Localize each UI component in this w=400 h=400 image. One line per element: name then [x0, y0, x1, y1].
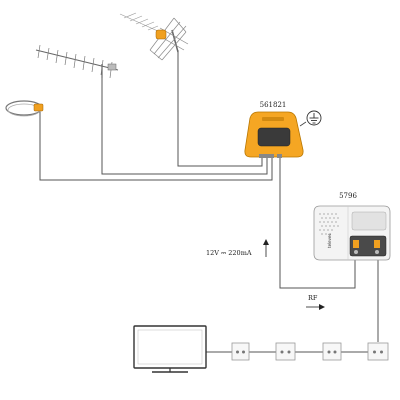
supply-rating-label: 12V ⎓ 220mA [206, 249, 252, 257]
amplifier-unit: 561821 [244, 101, 304, 158]
wall-outlet-icon [367, 342, 389, 361]
wall-outlet-icon [275, 342, 296, 361]
uhf-antenna-cable [177, 50, 263, 167]
coax-wiring [39, 50, 379, 353]
power-supply-model-label: 5796 [339, 192, 357, 200]
supply-annotation: 12V ⎓ 220mA [206, 239, 269, 257]
rf-right-arrow-head [319, 304, 325, 310]
amplifier-model-label: 561821 [260, 101, 287, 109]
wall-outlet-icon [322, 342, 342, 361]
amplifier-output-cable [279, 157, 356, 289]
dc-up-arrow-head [263, 239, 269, 245]
fm-antenna-cable [39, 112, 273, 181]
rf-annotation: RF [306, 294, 325, 310]
power-supply-brand: televes [327, 233, 332, 248]
power-supply-unit: 5796 televes [313, 192, 391, 261]
wall-outlet-icon [231, 342, 250, 361]
tv-icon [133, 325, 207, 373]
vent-grille [319, 213, 339, 235]
rf-label: RF [308, 294, 318, 302]
ground-icon [299, 110, 322, 127]
yagi-antenna-icon [35, 44, 119, 79]
yagi-antenna-cable [101, 76, 268, 175]
uhf-panel-antenna-icon [119, 12, 189, 61]
fm-ring-antenna-icon [5, 100, 44, 117]
